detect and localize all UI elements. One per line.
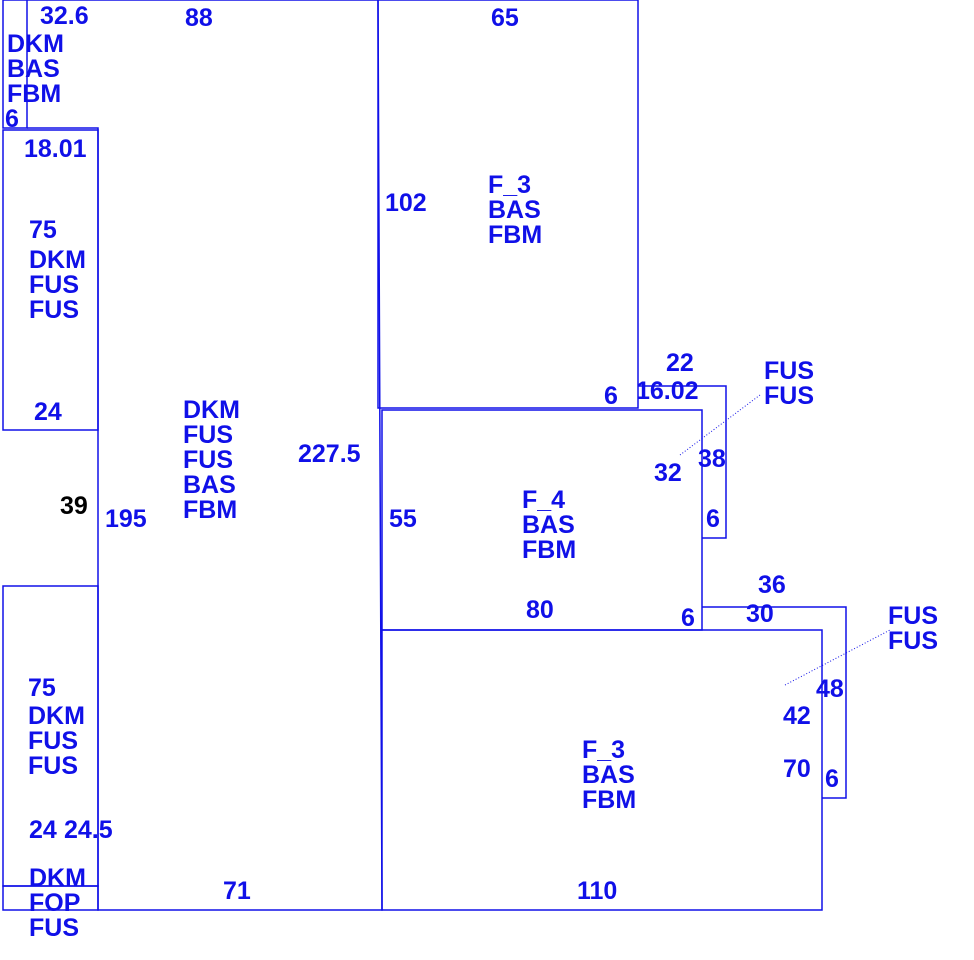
dim-bl-top: 24 bbox=[29, 816, 57, 844]
label-tr-0: F_3 bbox=[488, 171, 532, 199]
dim-closet1-h1: 32 bbox=[654, 459, 682, 487]
dim-closet2-h1: 42 bbox=[783, 702, 811, 730]
label-tl-1: BAS bbox=[7, 55, 60, 83]
label-tl-2: FBM bbox=[7, 80, 62, 108]
dim-closet1-w: 6 bbox=[706, 505, 720, 533]
label-mid-0: F_4 bbox=[522, 486, 566, 514]
room-bottom-right bbox=[381, 629, 823, 911]
label-tr-2: FBM bbox=[488, 221, 543, 249]
dim-left-room-bottom: 24 bbox=[34, 398, 62, 426]
dim-left-overlap: 75 bbox=[29, 216, 57, 244]
label-mid-1: BAS bbox=[522, 511, 575, 539]
dim-mid-bottom: 80 bbox=[526, 596, 554, 624]
closet-1 bbox=[638, 385, 727, 539]
dim-closet1-h2: 38 bbox=[698, 445, 726, 473]
label-bl-2: FUS bbox=[29, 914, 79, 942]
dim-br-bottom: 110 bbox=[577, 877, 618, 905]
label-bl-0: DKM bbox=[29, 864, 86, 892]
label-main-1: FUS bbox=[183, 421, 233, 449]
dim-closet2-h2: 48 bbox=[816, 675, 844, 703]
dim-closet2-width: 30 bbox=[746, 600, 774, 628]
dim-tr-left: 102 bbox=[385, 189, 427, 217]
dim-closet1-gap: 6 bbox=[604, 382, 618, 410]
label-tl-0: DKM bbox=[7, 30, 64, 58]
label-ll-1: FUS bbox=[28, 727, 78, 755]
dim-mid-left: 55 bbox=[389, 505, 417, 533]
room-top-left-small bbox=[2, 0, 28, 129]
dim-closet1-top: 22 bbox=[666, 349, 694, 377]
label-closet1-1: FUS bbox=[764, 382, 814, 410]
closet-2 bbox=[702, 606, 847, 799]
label-tr-1: BAS bbox=[488, 196, 541, 224]
label-left-upper-2: FUS bbox=[29, 296, 79, 324]
room-top-right bbox=[377, 0, 639, 409]
dim-tl-small: 32.6 bbox=[40, 2, 89, 30]
label-main-3: BAS bbox=[183, 471, 236, 499]
dim-main-bottom: 71 bbox=[223, 877, 251, 905]
label-left-upper-1: FUS bbox=[29, 271, 79, 299]
label-closet2-0: FUS bbox=[888, 602, 938, 630]
dim-closet2-w: 6 bbox=[825, 765, 839, 793]
dim-main-left: 195 bbox=[105, 505, 147, 533]
label-br-0: F_3 bbox=[582, 736, 626, 764]
dim-closet1-width: 16.02 bbox=[636, 377, 699, 405]
room-main bbox=[27, 0, 383, 911]
dim-closet2-top: 36 bbox=[758, 571, 786, 599]
label-ll-0: DKM bbox=[28, 702, 85, 730]
label-main-4: FBM bbox=[183, 496, 238, 524]
label-closet2-1: FUS bbox=[888, 627, 938, 655]
dim-left-room-top: 18.01 bbox=[24, 135, 87, 163]
label-br-2: FBM bbox=[582, 786, 637, 814]
label-main-2: FUS bbox=[183, 446, 233, 474]
label-bl-1: FOP bbox=[29, 889, 81, 917]
room-left-upper bbox=[2, 129, 99, 431]
label-main-0: DKM bbox=[183, 396, 240, 424]
label-br-1: BAS bbox=[582, 761, 635, 789]
label-left-upper-0: DKM bbox=[29, 246, 86, 274]
dim-tl-small-2: 6 bbox=[5, 105, 19, 133]
dim-ll-overlap: 75 bbox=[28, 674, 56, 702]
label-mid-2: FBM bbox=[522, 536, 577, 564]
dim-br-right: 70 bbox=[783, 755, 811, 783]
room-bottom-left-small bbox=[2, 885, 99, 911]
dim-gap: 39 bbox=[60, 492, 88, 520]
label-ll-2: FUS bbox=[28, 752, 78, 780]
dim-main-right: 227.5 bbox=[298, 440, 361, 468]
dim-bl-overlap: 24.5 bbox=[64, 816, 113, 844]
dim-top-main: 88 bbox=[185, 4, 213, 32]
dim-top-right: 65 bbox=[491, 4, 519, 32]
dim-mid-right-gap: 6 bbox=[681, 604, 695, 632]
label-closet1-0: FUS bbox=[764, 357, 814, 385]
